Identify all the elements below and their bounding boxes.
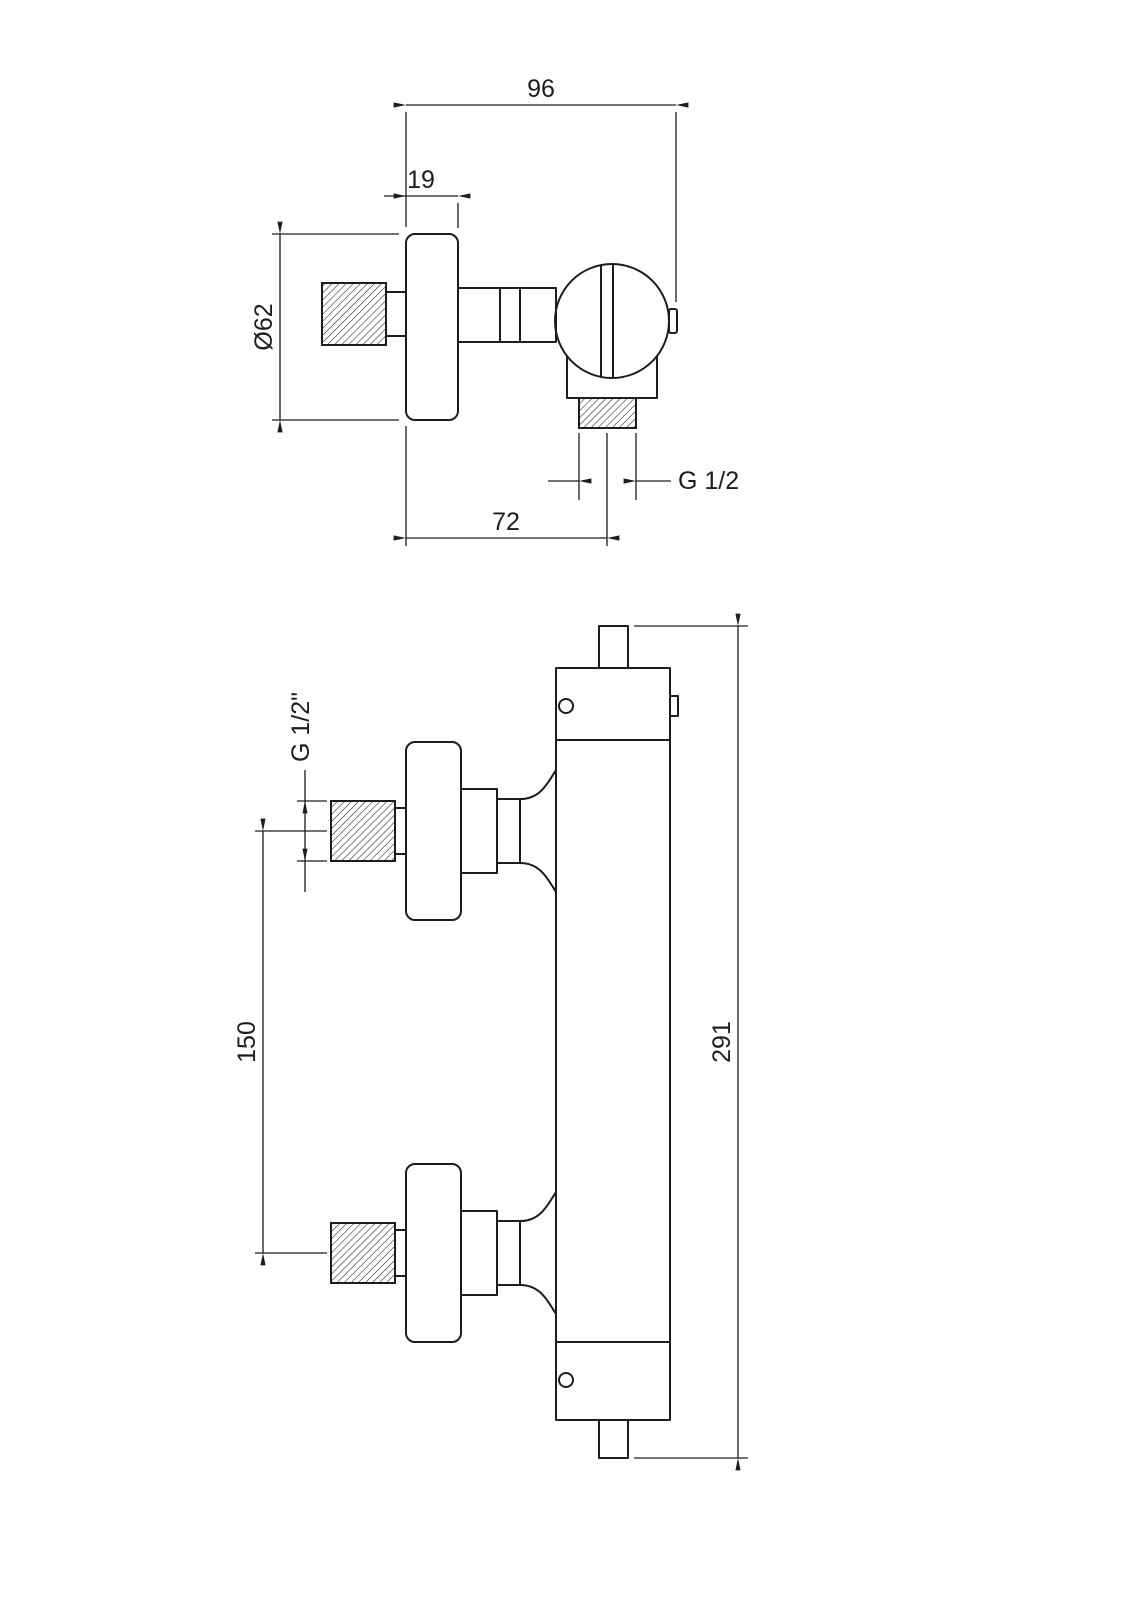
escutcheon-front (405, 741, 462, 921)
dimension-overall-width: 96 (393, 75, 689, 302)
pipe-side (457, 287, 557, 343)
escutcheon-front (405, 1163, 462, 1343)
body-screw-top (558, 698, 574, 714)
dim-label-inlet-spacing: 150 (233, 1021, 261, 1063)
connector-fillet (519, 862, 557, 893)
dimension-plate-depth: 19 (384, 166, 471, 228)
body-top-neck (598, 625, 629, 669)
inlet-collar-front (394, 1229, 407, 1277)
connector-fillet (519, 769, 557, 800)
body-side-nub (669, 695, 679, 717)
inlet-thread-front (330, 1222, 396, 1284)
dimension-outlet-thread: G 1/2 (548, 433, 739, 500)
dimension-inlet-thread: G 1/2" (287, 692, 327, 892)
inlet-thread-side (321, 282, 387, 346)
dim-label-overall-width: 96 (527, 75, 555, 103)
dim-label-escutcheon-diameter: Ø62 (250, 303, 278, 350)
connector-pipe (496, 798, 521, 864)
inlet-collar-front (394, 807, 407, 855)
inlet-connection-bottom (330, 1163, 557, 1343)
dimension-inlet-spacing: 150 (233, 818, 327, 1266)
dim-label-inlet-thread: G 1/2" (287, 692, 315, 762)
inlet-collar-side (385, 291, 407, 337)
escutcheon-side (405, 233, 459, 421)
body-screw-bottom (558, 1372, 574, 1388)
dim-label-plate-depth: 19 (407, 166, 435, 194)
dimension-outlet-offset: 72 (393, 426, 620, 546)
dim-label-outlet-thread: G 1/2 (678, 467, 739, 495)
connector-fillet (519, 1284, 557, 1315)
connector-flange (460, 788, 498, 874)
dim-label-outlet-offset: 72 (492, 508, 520, 536)
handle-nub (668, 308, 678, 334)
mixer-body (555, 667, 671, 1421)
outlet-thread (578, 397, 637, 429)
dimension-overall-height: 291 (634, 613, 748, 1471)
inlet-connection-top (330, 741, 557, 921)
connector-fillet (519, 1191, 557, 1222)
body-bottom-neck (598, 1419, 629, 1459)
connector-flange (460, 1210, 498, 1296)
top-view: 96 19 Ø62 G 1/2 (250, 75, 739, 546)
connector-pipe (496, 1220, 521, 1286)
dim-label-overall-height: 291 (708, 1021, 736, 1063)
dimension-escutcheon-diameter: Ø62 (250, 221, 399, 433)
inlet-thread-front (330, 800, 396, 862)
front-view: G 1/2" 150 291 (233, 613, 748, 1471)
